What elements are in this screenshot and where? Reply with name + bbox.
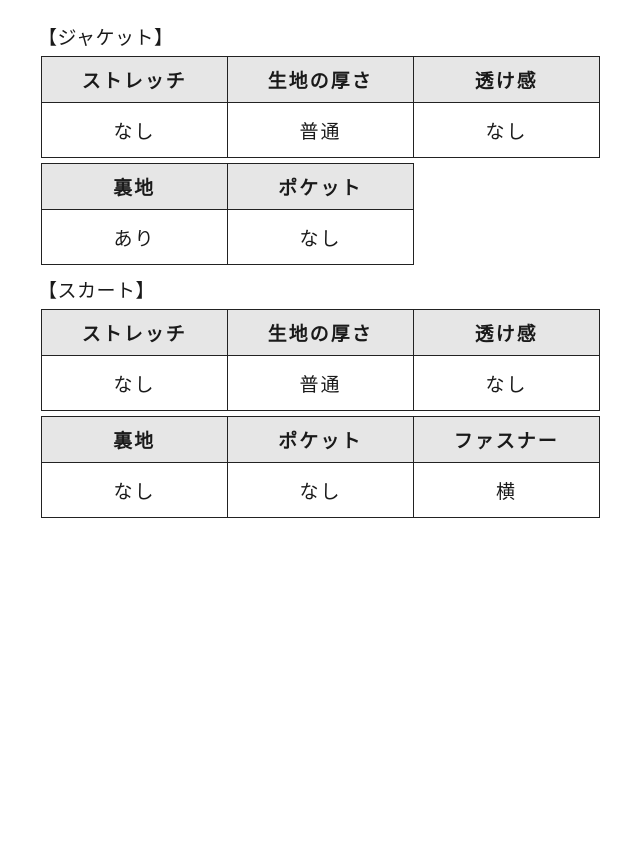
header-pocket: ポケット bbox=[227, 416, 414, 463]
jacket-section-title: 【ジャケット】 bbox=[38, 27, 174, 49]
header-stretch: ストレッチ bbox=[41, 309, 228, 356]
header-lining: 裏地 bbox=[41, 416, 228, 463]
header-sheerness: 透け感 bbox=[413, 56, 600, 103]
value-pocket: なし bbox=[227, 462, 414, 518]
header-lining: 裏地 bbox=[41, 163, 228, 210]
table-row: なし なし 横 bbox=[41, 462, 600, 518]
header-pocket: ポケット bbox=[227, 163, 414, 210]
jacket-spec-table-1: ストレッチ 生地の厚さ 透け感 なし 普通 なし bbox=[41, 56, 600, 158]
table-row: あり なし bbox=[41, 209, 414, 265]
value-sheerness: なし bbox=[413, 102, 600, 158]
value-stretch: なし bbox=[41, 102, 228, 158]
header-stretch: ストレッチ bbox=[41, 56, 228, 103]
header-fastener: ファスナー bbox=[413, 416, 600, 463]
value-lining: あり bbox=[41, 209, 228, 265]
value-sheerness: なし bbox=[413, 355, 600, 411]
value-fabric-thickness: 普通 bbox=[227, 355, 414, 411]
header-fabric-thickness: 生地の厚さ bbox=[227, 56, 414, 103]
skirt-spec-table-2: 裏地 ポケット ファスナー なし なし 横 bbox=[41, 416, 600, 518]
jacket-spec-table-2: 裏地 ポケット あり なし bbox=[41, 163, 414, 265]
value-fastener: 横 bbox=[413, 462, 600, 518]
header-sheerness: 透け感 bbox=[413, 309, 600, 356]
skirt-section-title: 【スカート】 bbox=[38, 280, 156, 302]
header-fabric-thickness: 生地の厚さ bbox=[227, 309, 414, 356]
value-stretch: なし bbox=[41, 355, 228, 411]
table-header-row: 裏地 ポケット bbox=[41, 163, 414, 210]
value-pocket: なし bbox=[227, 209, 414, 265]
table-row: なし 普通 なし bbox=[41, 102, 600, 158]
table-header-row: ストレッチ 生地の厚さ 透け感 bbox=[41, 309, 600, 356]
table-row: なし 普通 なし bbox=[41, 355, 600, 411]
skirt-spec-table-1: ストレッチ 生地の厚さ 透け感 なし 普通 なし bbox=[41, 309, 600, 411]
table-header-row: ストレッチ 生地の厚さ 透け感 bbox=[41, 56, 600, 103]
value-lining: なし bbox=[41, 462, 228, 518]
table-header-row: 裏地 ポケット ファスナー bbox=[41, 416, 600, 463]
value-fabric-thickness: 普通 bbox=[227, 102, 414, 158]
